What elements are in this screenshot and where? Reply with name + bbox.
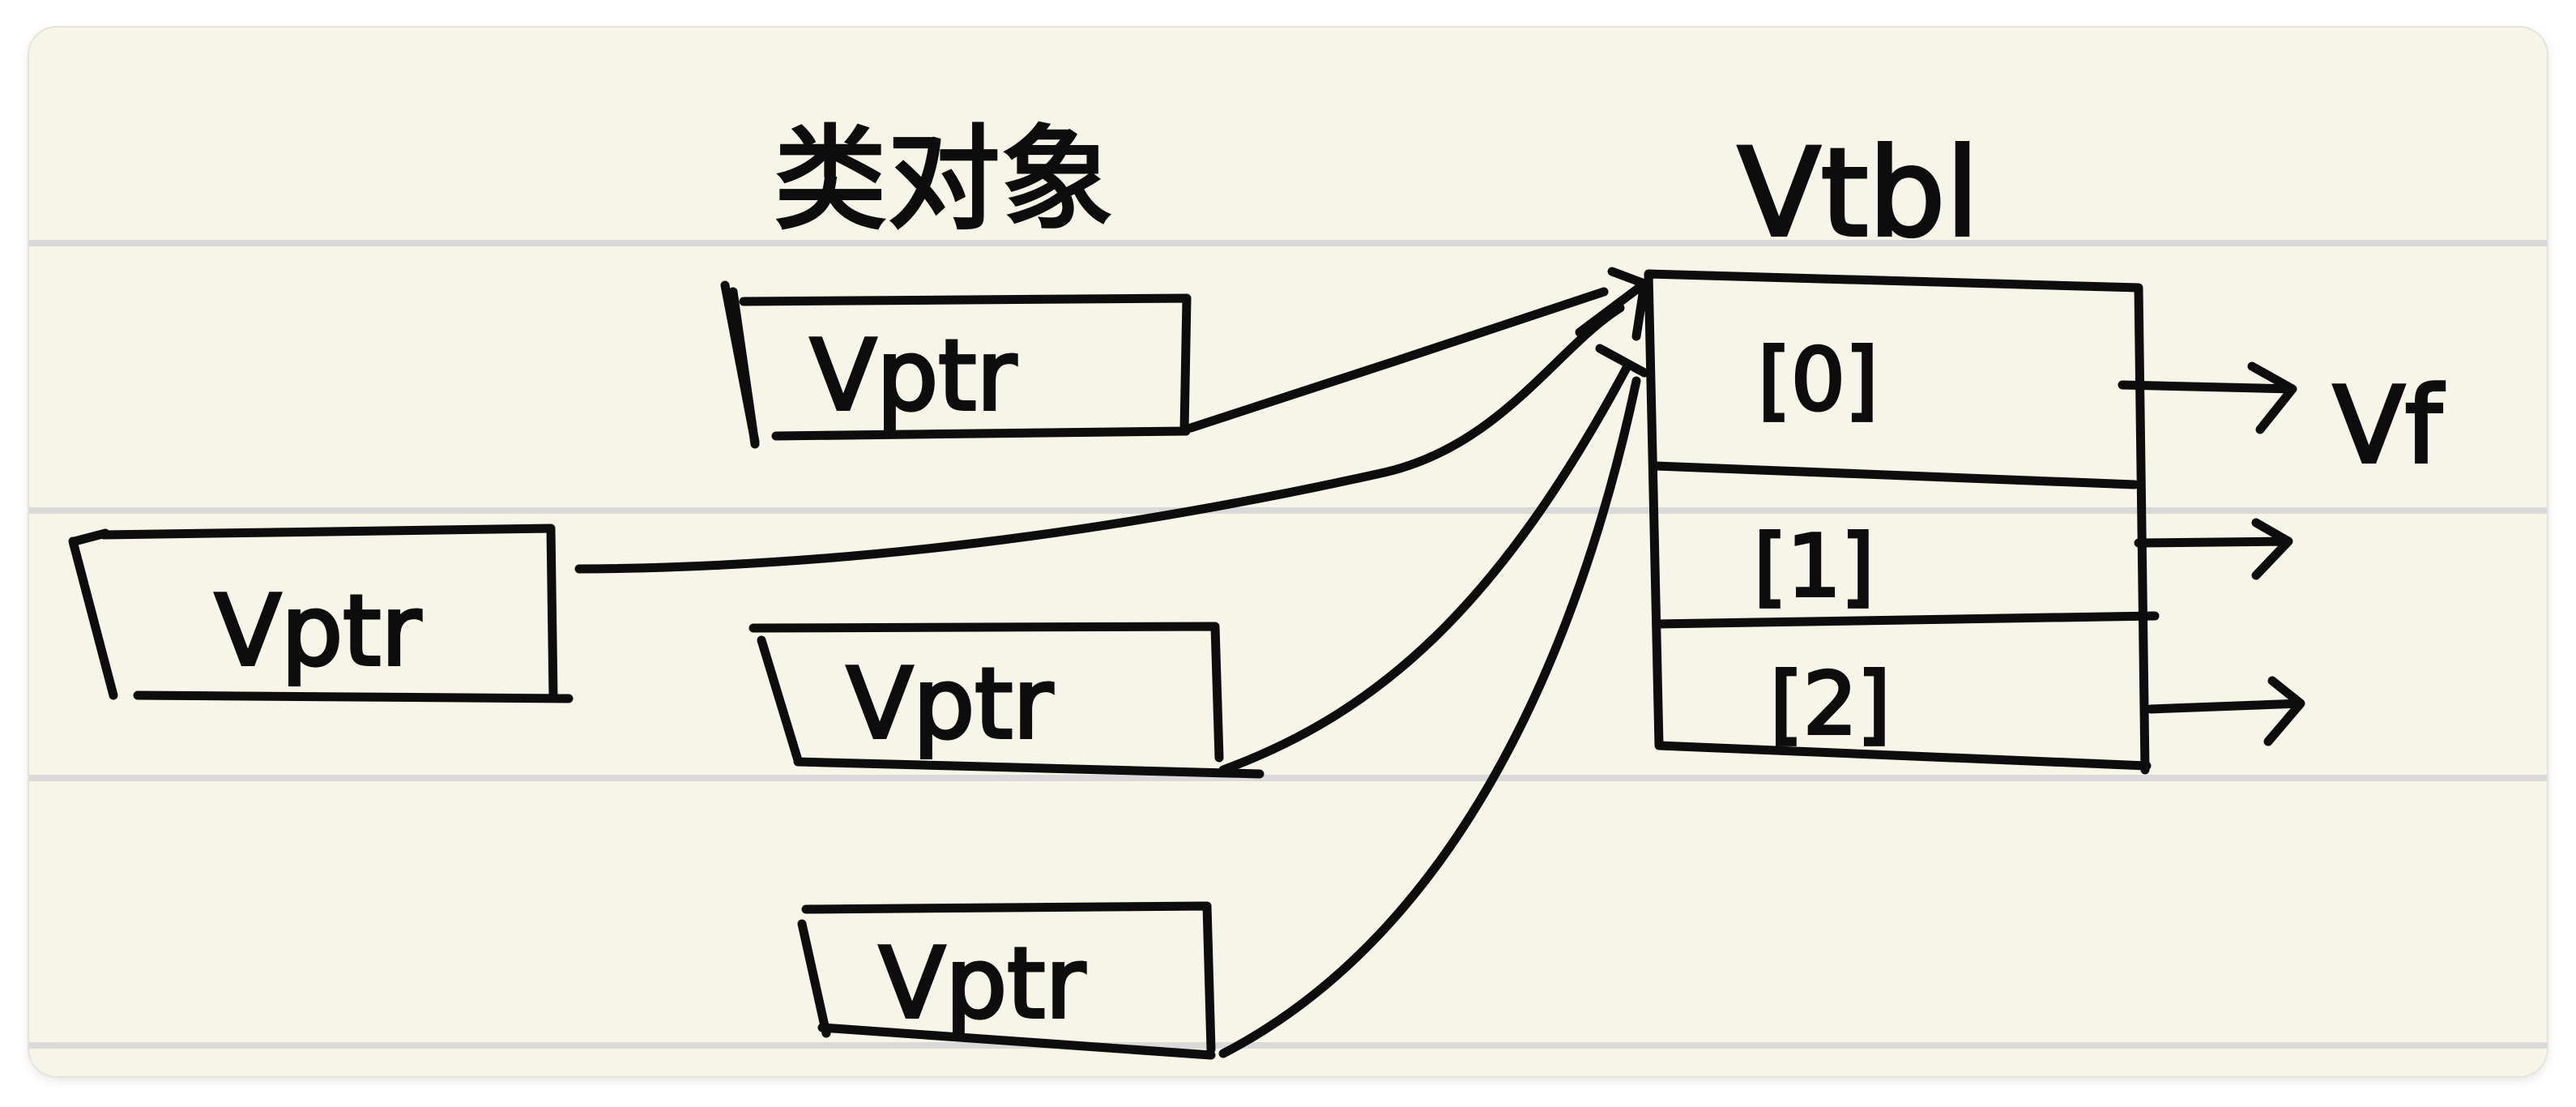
- object-box-3: Vptr: [748, 622, 1265, 779]
- ruled-lines: [29, 240, 2547, 1049]
- objects-heading: 类对象: [774, 114, 1114, 246]
- object-box-4: Vptr: [797, 901, 1216, 1060]
- vtable-slot-1-label: [1]: [1754, 517, 1874, 616]
- arrowhead-cluster: [1575, 267, 1649, 378]
- object-1-vptr-label: Vptr: [810, 320, 1017, 433]
- pointer-arrow-1: [1186, 287, 1609, 433]
- pointer-arrow-2: [574, 303, 1625, 574]
- vtable-heading: Vtbl: [1738, 123, 1979, 264]
- function-arrows: [2118, 361, 2305, 746]
- object-box-2: Vptr: [68, 524, 574, 703]
- notebook-page: [29, 28, 2547, 1076]
- object-box-1: Vptr: [720, 280, 1192, 449]
- function-arrow-2: [2146, 676, 2305, 746]
- pointer-arrow-4: [1218, 376, 1641, 1058]
- object-4-vptr-label: Vptr: [879, 928, 1085, 1041]
- object-3-vptr-label: Vptr: [847, 648, 1053, 761]
- vtable-box: [1644, 269, 2160, 775]
- function-arrow-1: [2134, 518, 2293, 580]
- pointer-arrow-3: [1218, 360, 1633, 775]
- vtable-slot-2-label: [2]: [1770, 655, 1891, 754]
- vtable-slot-0-label: [0]: [1758, 331, 1879, 430]
- function-arrow-0: [2118, 361, 2297, 434]
- vptr-arrows: [574, 267, 1649, 1058]
- object-2-vptr-label: Vptr: [215, 575, 421, 688]
- virtual-function-label: Vf: [2333, 364, 2445, 487]
